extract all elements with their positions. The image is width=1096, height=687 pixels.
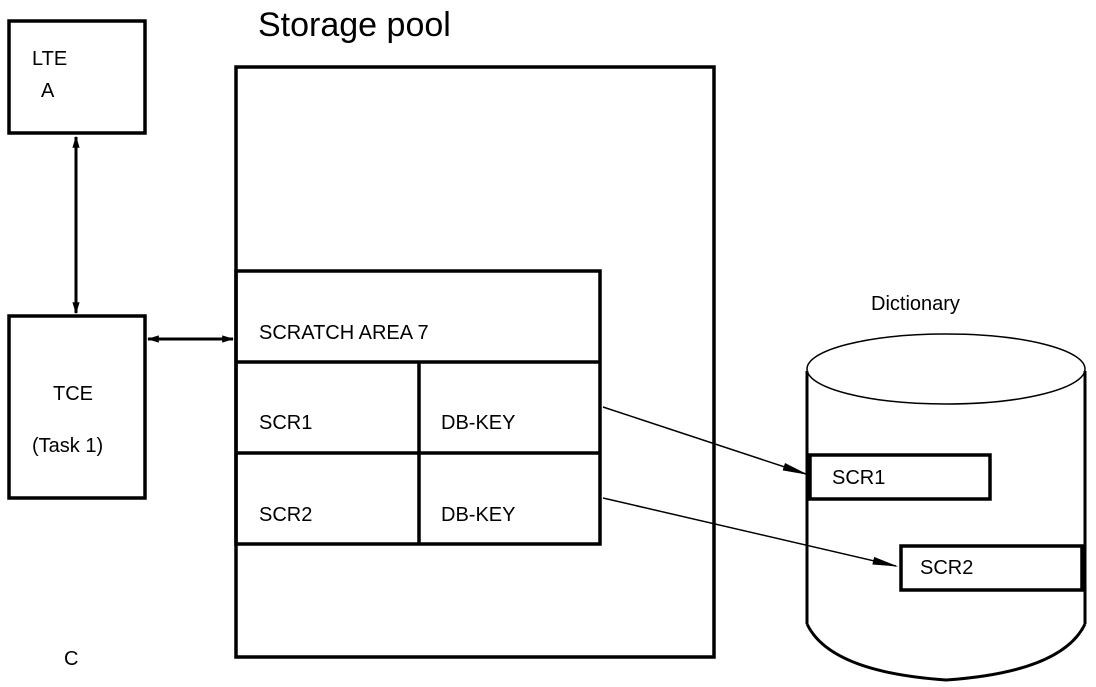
dictionary-record-label: SCR1: [832, 467, 885, 489]
scratch-area-header: SCRATCH AREA 7: [259, 322, 429, 344]
dictionary-database: Dictionary SCR1 SCR2: [805, 293, 1087, 682]
dictionary-record: [899, 544, 1084, 592]
dictionary-bottom-curve: [805, 623, 1087, 682]
dictionary-record: [808, 453, 992, 501]
lte-box-label: LTE: [32, 48, 67, 70]
tce-box-border: [7, 314, 147, 500]
lte-box: LTE A: [7, 19, 147, 135]
db-key-pointer-arrow: [602, 497, 899, 567]
dictionary-label: Dictionary: [871, 293, 960, 315]
dictionary-top-ellipse: [806, 333, 1086, 405]
lte-box-border: [7, 19, 147, 135]
corner-label: C: [64, 648, 78, 670]
scratch-row-name: SCR2: [259, 504, 312, 526]
scratch-row-name: SCR1: [259, 412, 312, 434]
dictionary-record-label: SCR2: [920, 557, 973, 579]
db-key-pointer-arrow: [602, 406, 809, 475]
tce-box: TCE (Task 1): [7, 314, 147, 500]
scratch-row-key: DB-KEY: [441, 504, 515, 526]
diagram-title: Storage pool: [258, 6, 451, 44]
tce-box-sublabel: (Task 1): [32, 435, 103, 457]
tce-box-label: TCE: [53, 383, 93, 405]
scratch-row-key: DB-KEY: [441, 412, 515, 434]
scratch-area: SCRATCH AREA 7 SCR1 DB-KEY SCR2 DB-KEY: [234, 269, 602, 546]
lte-box-sublabel: A: [41, 80, 55, 102]
